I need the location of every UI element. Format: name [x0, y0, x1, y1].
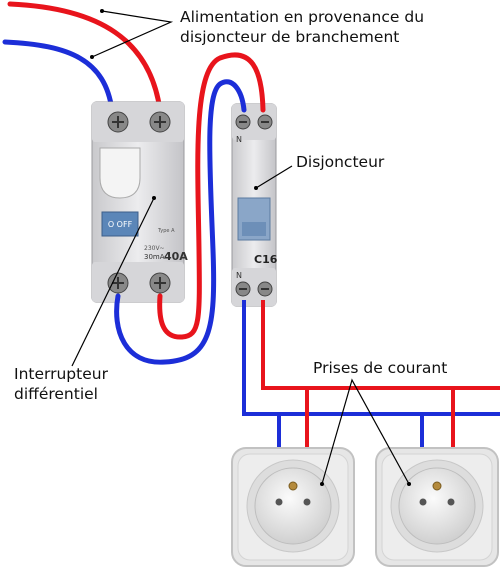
rcd-rating-label: 40A	[164, 250, 188, 263]
power-outlet-2	[375, 447, 499, 567]
leader-lines	[71, 10, 410, 485]
rcd-type-label: Type A	[157, 228, 175, 234]
residual-current-device: O OFF Type A 230V~ 30mA 40A	[91, 101, 188, 303]
supply-phase-wire	[7, 1, 163, 113]
leader-dots	[90, 9, 411, 486]
breaker-rating-label: C16	[254, 253, 278, 266]
supply-label-line1: Alimentation en provenance du	[180, 8, 425, 26]
rcd-to-breaker-neutral-wire	[114, 79, 247, 365]
outlets-label: Prises de courant	[313, 359, 448, 377]
rcd-to-breaker-phase-wire	[157, 52, 266, 340]
supply-label-line2: disjoncteur de branchement	[180, 28, 400, 46]
rcd-voltage-label: 230V~	[144, 245, 165, 252]
rcd-toggle-lever	[101, 211, 139, 237]
breaker-label: Disjoncteur	[296, 153, 385, 171]
breaker-neutral-mark-bottom: N	[236, 271, 242, 280]
outlet-circuit-neutral-wire	[242, 300, 500, 416]
supply-neutral-wire	[2, 39, 115, 113]
power-outlet-1	[231, 447, 355, 567]
breaker-neutral-mark-top: N	[236, 135, 242, 144]
rcd-leader-line	[71, 197, 155, 367]
breaker-leader-line	[255, 165, 293, 189]
outlets-leader-lines	[321, 378, 410, 485]
outlet-circuit-phase-wire	[261, 300, 500, 390]
rcd-label-line2: différentiel	[14, 385, 98, 403]
circuit-breaker: N C16 N	[231, 103, 278, 307]
supply-label: Alimentation en provenance du disjoncteu…	[180, 7, 424, 47]
supply-leader-lines	[91, 10, 174, 58]
rcd-label: Interrupteur différentiel	[14, 364, 154, 404]
rcd-test-button	[99, 147, 141, 199]
rcd-off-label: O OFF	[108, 220, 133, 229]
rcd-label-line1: Interrupteur	[14, 365, 108, 383]
rcd-sensitivity-label: 30mA	[144, 253, 165, 261]
